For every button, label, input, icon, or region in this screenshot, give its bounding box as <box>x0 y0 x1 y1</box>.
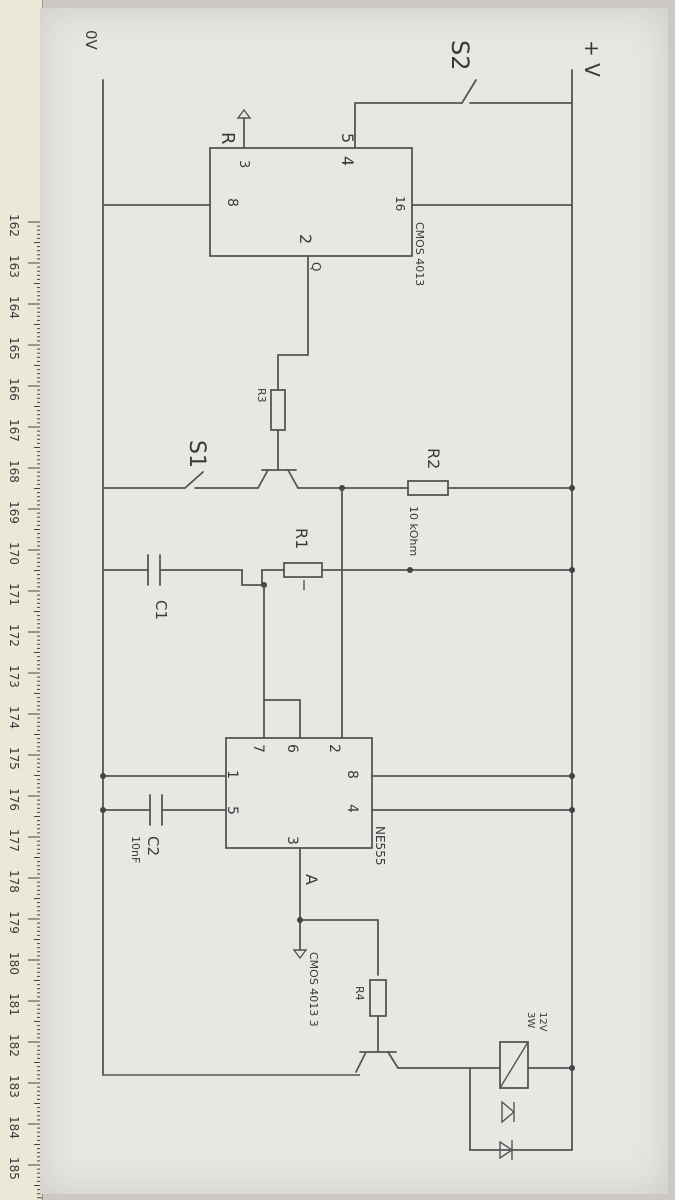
ruler-number: 168 <box>7 460 21 483</box>
cmos-pin4-label: 4 <box>338 156 357 166</box>
ruler-number: 181 <box>7 993 21 1016</box>
ne555-pin7-label: 7 <box>250 744 266 753</box>
s1-label: S1 <box>184 440 209 468</box>
cmos-r-input-label: R <box>217 132 238 145</box>
ne555-chip-label: NE555 <box>373 826 387 865</box>
junction-dot <box>297 917 303 923</box>
ruler-number: 169 <box>7 501 21 524</box>
r1-label: R1 <box>292 528 311 549</box>
r2-value-label: 10 kOhm <box>407 506 420 556</box>
ne555-pin8-label: 8 <box>344 770 360 779</box>
load-voltage-label: 12V <box>537 1012 548 1032</box>
ruler-number: 184 <box>7 1116 21 1139</box>
ne555-pin4-label: 4 <box>344 804 360 813</box>
diode-icon <box>501 1100 516 1124</box>
r3-resistor <box>270 389 286 431</box>
ruler-number: 166 <box>7 378 21 401</box>
ruler-number: 183 <box>7 1075 21 1098</box>
ruler-number: 180 <box>7 952 21 975</box>
c2-value-label: 10nF <box>129 836 142 863</box>
cmos-pin2-label: 2 <box>296 234 315 244</box>
ruler-number: 176 <box>7 788 21 811</box>
positive-rail-label: + V <box>580 40 604 77</box>
ruler-number: 173 <box>7 665 21 688</box>
ground-rail-label: 0V <box>82 30 100 51</box>
q-output-wire <box>277 255 309 391</box>
load-lower-wire <box>469 1067 573 1151</box>
load-wattage-label: 3W <box>525 1012 536 1028</box>
cmos-reference-label: CMOS 4013 3 <box>307 952 320 1027</box>
ne555-pin6-label: 6 <box>284 744 300 753</box>
r2-resistor <box>407 480 449 496</box>
ne555-pin2-label: 2 <box>326 744 342 753</box>
output-a-label: A <box>302 874 321 885</box>
r1-resistor <box>283 562 323 578</box>
ne555-pin1-label: 1 <box>224 770 240 779</box>
junction-dot <box>100 807 106 813</box>
ruler-number: 185 <box>7 1157 21 1180</box>
r-input-arrow-icon <box>236 108 252 119</box>
ne555-pin3-label: 3 <box>284 836 300 845</box>
junction-dot <box>569 773 575 779</box>
relay-coil <box>499 1041 529 1089</box>
cmos-pin16-label: 16 <box>393 196 407 211</box>
output-arrow-icon <box>292 949 308 960</box>
cmos-4013-chip <box>209 147 413 257</box>
ruler-number: 171 <box>7 583 21 606</box>
ruler-number: 182 <box>7 1034 21 1057</box>
output-to-r4-wire <box>299 919 379 976</box>
ruler-number: 162 <box>7 214 21 237</box>
ruler-number: 175 <box>7 747 21 770</box>
cmos-pin8-label: 8 <box>224 198 240 207</box>
ruler-number: 164 <box>7 296 21 319</box>
junction-dot <box>569 1065 575 1071</box>
s1-switch <box>184 471 204 489</box>
c2-capacitor <box>149 794 163 826</box>
c1-to-r1-wire <box>159 569 285 586</box>
c2-label: C2 <box>144 836 162 856</box>
transistor1-legs <box>257 469 299 489</box>
transistor2-legs <box>355 1051 471 1073</box>
diode-icon <box>499 1140 514 1160</box>
ruler-number: 170 <box>7 542 21 565</box>
relay-coil-slash <box>499 1041 529 1089</box>
s2-left-wire <box>354 102 451 149</box>
measuring-ruler: 162 163 164 165 166 167 168 169 170 171 172 173 174 1… <box>0 0 43 1200</box>
r4-resistor <box>369 979 387 1017</box>
ruler-number: 172 <box>7 624 21 647</box>
ruler-number: 179 <box>7 911 21 934</box>
ruler-number: 177 <box>7 829 21 852</box>
ruler-number: 178 <box>7 870 21 893</box>
junction-dot <box>100 773 106 779</box>
c1-capacitor <box>147 554 161 586</box>
junction-dot <box>569 807 575 813</box>
junction-dot <box>569 485 575 491</box>
ne555-chip <box>225 737 373 849</box>
cmos-pin5-label: 5 <box>338 133 357 143</box>
junction-dot <box>407 567 413 573</box>
r4-label: R4 <box>353 986 366 1001</box>
ruler-number: 163 <box>7 255 21 278</box>
ne555-pin5-label: 5 <box>224 806 240 815</box>
s2-switch <box>449 79 477 104</box>
c1-label: C1 <box>152 600 170 620</box>
ruler-number: 167 <box>7 419 21 442</box>
r3-label: R3 <box>255 388 268 403</box>
cmos-chip-label: CMOS 4013 <box>413 222 426 286</box>
ruler-number: 165 <box>7 337 21 360</box>
junction-dot <box>569 567 575 573</box>
ruler-number: 174 <box>7 706 21 729</box>
r2-label: R2 <box>424 448 443 469</box>
cmos-pin3-label: 3 <box>236 160 251 168</box>
pin6-pin7-link <box>263 699 301 739</box>
s2-label: S2 <box>446 40 474 71</box>
cmos-q-label: Q <box>309 262 323 271</box>
